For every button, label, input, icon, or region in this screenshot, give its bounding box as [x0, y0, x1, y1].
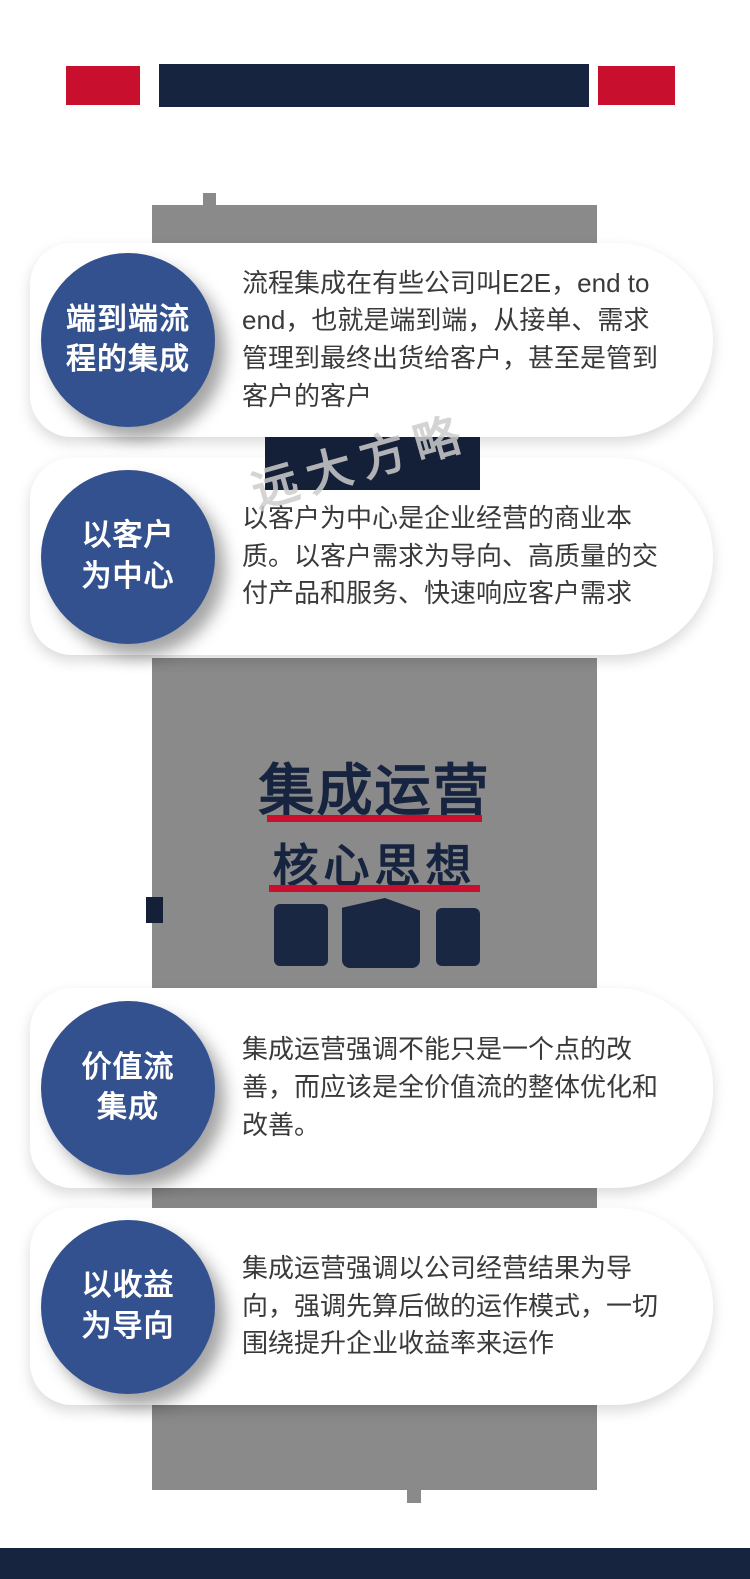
- connector-navy-block: [265, 437, 480, 490]
- circle-label: 以客户 为中心: [81, 519, 175, 593]
- connector-square-top: [203, 193, 216, 206]
- main-title-line2: 核心思想: [272, 840, 477, 892]
- circle-label: 价值流 集成: [81, 1050, 175, 1125]
- footer-navy-band: [0, 1548, 750, 1579]
- section-circle-badge: 价值流 集成: [41, 1001, 215, 1175]
- section-circle-badge: 以客户 为中心: [41, 469, 215, 644]
- section-value-stream: 集成运营强调不能只是一个点的改善，而应该是全价值流的整体优化和改善。 价值流 集…: [0, 988, 750, 1188]
- title-underline-2: [269, 885, 480, 892]
- header-red-block-right: [598, 66, 675, 105]
- decorative-glyph-fragment: [436, 908, 480, 966]
- section-circle-badge: 以收益 为导向: [41, 1219, 215, 1394]
- connector-square-bottom: [407, 1489, 421, 1503]
- connector-bar-top: [152, 205, 597, 246]
- circle-label: 以收益 为导向: [81, 1269, 175, 1343]
- header-navy-block: [159, 64, 589, 107]
- section-e2e-integration: 流程集成在有些公司叫E2E，end to end，也就是端到端，从接单、需求管理…: [0, 243, 750, 437]
- section-profit-oriented: 集成运营强调以公司经营结果为导向，强调先算后做的运作模式，一切围绕提升企业收益率…: [0, 1208, 750, 1405]
- section-circle-badge: 端到端流 程的集成: [41, 253, 215, 427]
- center-gray-panel: 集成运营 核心思想: [152, 658, 597, 989]
- circle-label: 端到端流 程的集成: [66, 302, 190, 377]
- connector-bar-bottom: [152, 1400, 597, 1490]
- section-description: 集成运营强调以公司经营结果为导向，强调先算后做的运作模式，一切围绕提升企业收益率…: [242, 1252, 659, 1359]
- decorative-left-notch: [146, 897, 163, 923]
- section-description: 集成运营强调不能只是一个点的改善，而应该是全价值流的整体优化和改善。: [242, 1034, 659, 1140]
- title-underline-1: [267, 815, 482, 822]
- section-customer-centric: 以客户为中心是企业经营的商业本质。以客户需求为导向、高质量的交付产品和服务、快速…: [0, 458, 750, 655]
- decorative-glyph-fragment: [274, 904, 328, 966]
- header-red-block-left: [66, 66, 140, 105]
- section-description: 流程集成在有些公司叫E2E，end to end，也就是端到端，从接单、需求管理…: [242, 267, 659, 411]
- decorative-glyph-fragment: [342, 898, 420, 968]
- main-title-line1: 集成运营: [258, 759, 491, 822]
- section-description: 以客户为中心是企业经营的商业本质。以客户需求为导向、高质量的交付产品和服务、快速…: [242, 502, 659, 609]
